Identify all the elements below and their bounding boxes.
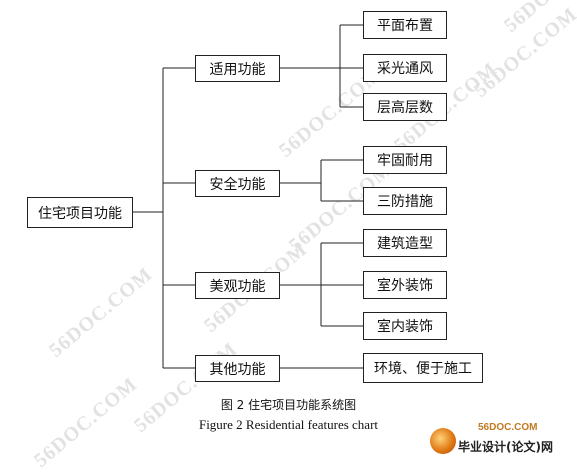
group-node-other: 其他功能	[195, 355, 280, 382]
logo-site: 56DOC.COM	[478, 422, 538, 433]
leaf-node: 三防措施	[363, 187, 447, 215]
leaf-node: 采光通风	[363, 54, 447, 82]
leaf-node: 室外装饰	[363, 271, 447, 299]
figure-caption-zh: 图 2 住宅项目功能系统图	[220, 398, 357, 412]
leaf-node: 牢固耐用	[363, 146, 447, 174]
root-node: 住宅项目功能	[27, 197, 133, 228]
logo-icon	[430, 428, 456, 454]
logo-text: 毕业设计(论文)网	[458, 440, 553, 454]
leaf-node: 平面布置	[363, 11, 447, 39]
group-node-aesthetic: 美观功能	[195, 272, 280, 299]
leaf-node: 层高层数	[363, 93, 447, 121]
leaf-node: 建筑造型	[363, 229, 447, 257]
leaf-node: 室内装饰	[363, 312, 447, 340]
site-logo: 56DOC.COM 毕业设计(论文)网	[430, 420, 577, 459]
group-node-applicable: 适用功能	[195, 55, 280, 82]
figure-caption-en: Figure 2 Residential features chart	[198, 417, 379, 432]
connector-lines	[133, 24, 363, 369]
leaf-node: 环境、便于施工	[363, 353, 483, 383]
group-node-safety: 安全功能	[195, 170, 280, 197]
